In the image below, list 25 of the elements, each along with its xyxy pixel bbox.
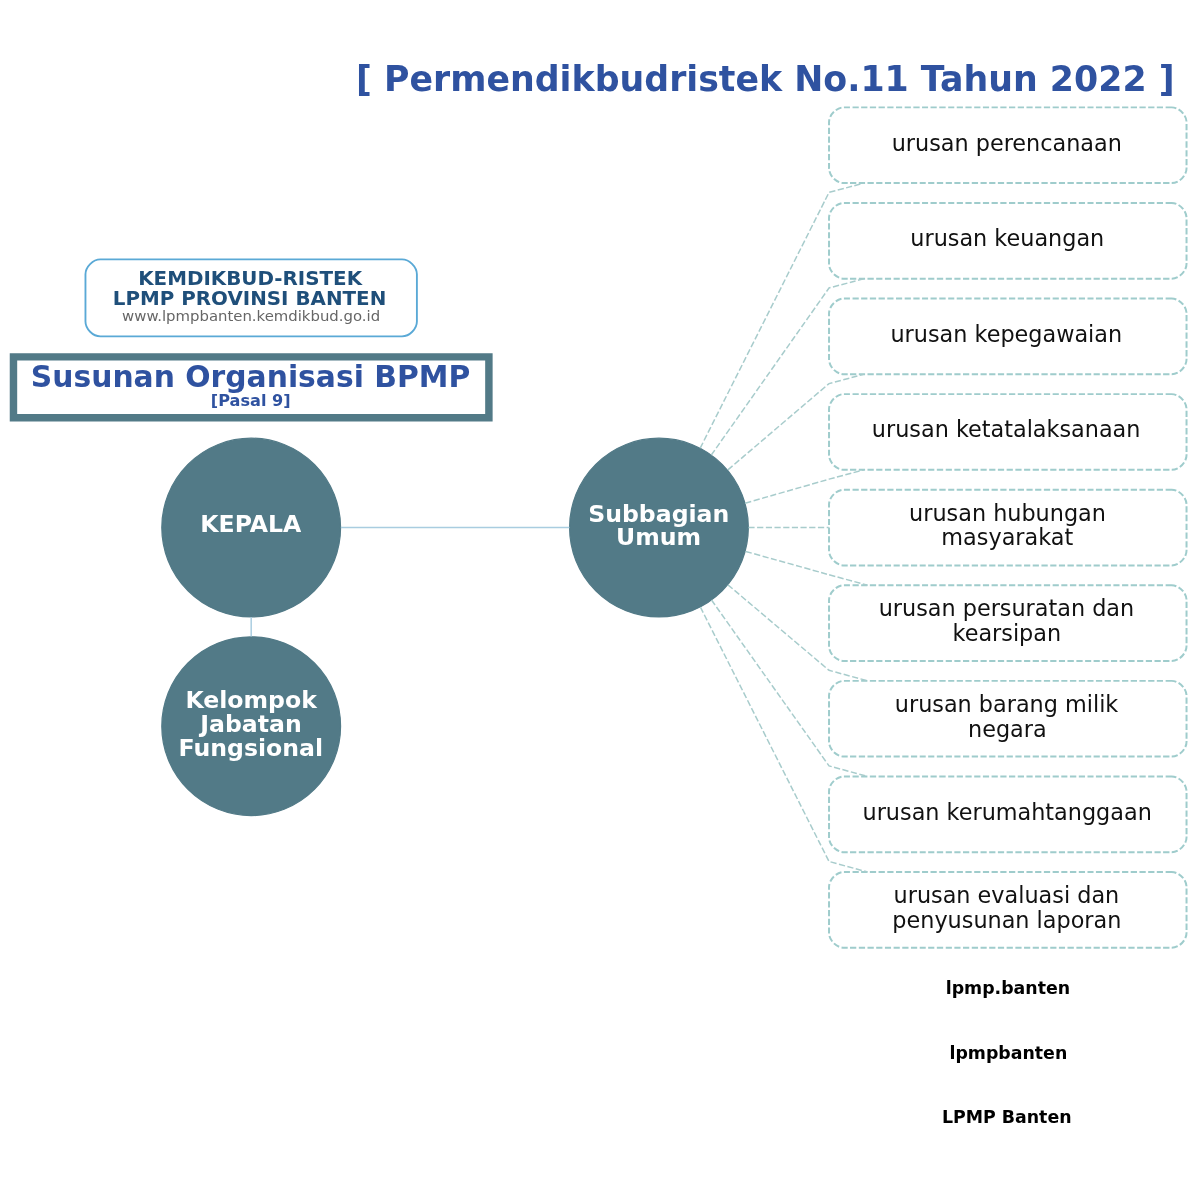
node-box: urusan ketatalaksanaan: [828, 392, 1188, 471]
label: LPMP Banten: [941, 1106, 1072, 1127]
node-box: urusan evaluasi dan penyusunan laporan: [828, 870, 1188, 949]
diagram-title: [ Permendikbudristek No.11 Tahun 2022 ]: [356, 58, 1175, 98]
label: lpmpbanten: [949, 1041, 1068, 1062]
node-box: urusan hubungan masyarakat: [828, 488, 1188, 566]
node-box: urusan kepegawaian: [828, 297, 1188, 375]
connector: [340, 526, 571, 528]
node-box: urusan persuratan dan kearsipan: [828, 583, 1188, 662]
node-box: KEMDIKBUD-RISTEK LPMP PROVINSI BANTEN www.lpmpbanten.kemdikbud.go.id: [84, 258, 418, 337]
node-box: urusan barang milik negara: [828, 679, 1188, 758]
node-circle: Subbagian Umum: [568, 437, 749, 618]
node-box: Susunan Organisasi BPMP [Pasal 9]: [9, 352, 493, 421]
node-box: urusan kerumahtanggaan: [828, 774, 1188, 853]
connector: [727, 373, 865, 471]
label: lpmp.banten: [945, 977, 1071, 998]
node-circle: Kelompok Jabatan Fungsional: [161, 635, 342, 816]
node-box: urusan perencanaan: [828, 105, 1188, 184]
connector: [747, 526, 830, 528]
connector: [744, 468, 865, 504]
node-box: urusan keuangan: [828, 201, 1188, 280]
connector: [250, 616, 252, 637]
connector: [710, 277, 865, 456]
node-circle: KEPALA: [161, 437, 342, 618]
connector: [699, 181, 865, 449]
